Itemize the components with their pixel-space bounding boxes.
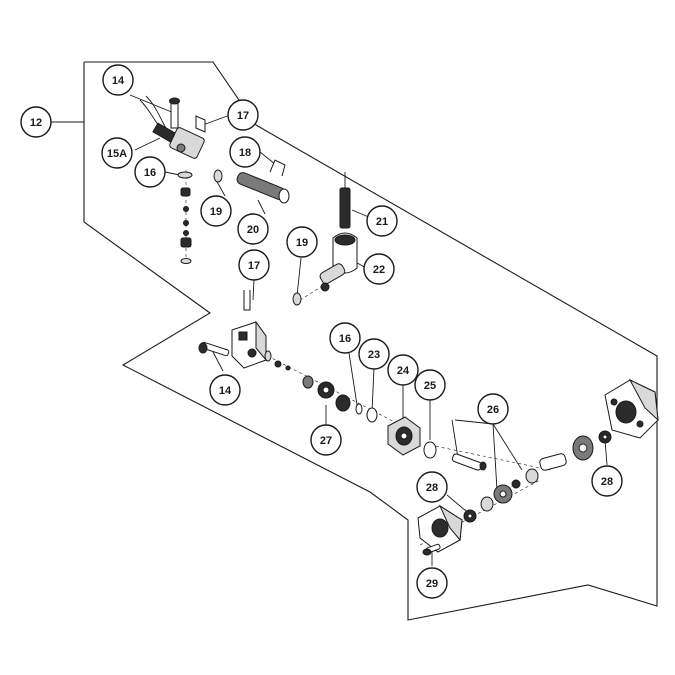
callout-14-upper: 14 bbox=[102, 64, 134, 96]
svg-text:19: 19 bbox=[210, 206, 222, 218]
bearing-housing bbox=[387, 416, 437, 459]
svg-text:18: 18 bbox=[239, 147, 251, 159]
svg-text:22: 22 bbox=[373, 264, 385, 276]
callout-20: 20 bbox=[237, 213, 269, 245]
svg-text:15A: 15A bbox=[107, 148, 127, 160]
shaft-small-parts bbox=[264, 350, 378, 423]
callout-28-lower: 28 bbox=[416, 471, 448, 503]
leader-lines bbox=[129, 94, 608, 566]
callout-16-lower: 16 bbox=[329, 322, 361, 354]
callout-23: 23 bbox=[358, 338, 390, 370]
svg-text:28: 28 bbox=[426, 482, 438, 494]
callout-25: 25 bbox=[414, 369, 446, 401]
brush-holder-assembly bbox=[292, 172, 358, 306]
svg-text:14: 14 bbox=[112, 75, 125, 87]
spring-pin-assembly bbox=[213, 159, 290, 204]
assembly-axes bbox=[185, 170, 551, 546]
svg-text:16: 16 bbox=[144, 167, 156, 179]
callout-19-upper: 19 bbox=[200, 195, 232, 227]
callout-14-lower: 14 bbox=[209, 374, 241, 406]
svg-text:24: 24 bbox=[397, 365, 410, 377]
callout-22: 22 bbox=[363, 253, 395, 285]
assembly-frame bbox=[83, 61, 658, 621]
svg-text:28: 28 bbox=[601, 476, 613, 488]
svg-text:14: 14 bbox=[219, 385, 232, 397]
callout-28-right: 28 bbox=[591, 465, 623, 497]
svg-text:20: 20 bbox=[247, 224, 259, 236]
callout-19-middle: 19 bbox=[286, 226, 318, 258]
callout-12: 12 bbox=[20, 106, 52, 138]
cord-and-switch-assembly bbox=[139, 95, 206, 264]
svg-text:25: 25 bbox=[424, 380, 436, 392]
callout-29: 29 bbox=[416, 567, 448, 599]
callout-17-upper: 17 bbox=[227, 99, 259, 131]
gear-case bbox=[604, 378, 659, 439]
gear-train bbox=[451, 430, 612, 523]
svg-text:16: 16 bbox=[339, 333, 351, 345]
svg-text:12: 12 bbox=[30, 117, 42, 129]
callout-27: 27 bbox=[310, 424, 342, 456]
gear-cover bbox=[417, 504, 463, 556]
callout-24: 24 bbox=[387, 354, 419, 386]
svg-text:29: 29 bbox=[426, 578, 438, 590]
callout-21: 21 bbox=[366, 205, 398, 237]
svg-text:21: 21 bbox=[376, 216, 388, 228]
callout-17-lower: 17 bbox=[238, 249, 270, 281]
svg-text:17: 17 bbox=[237, 110, 249, 122]
svg-text:17: 17 bbox=[248, 260, 260, 272]
callout-16-upper: 16 bbox=[134, 156, 166, 188]
callout-15a: 15A bbox=[101, 137, 133, 169]
callout-26: 26 bbox=[477, 393, 509, 425]
callout-18: 18 bbox=[229, 136, 261, 168]
svg-text:23: 23 bbox=[368, 349, 380, 361]
svg-text:26: 26 bbox=[487, 404, 499, 416]
svg-text:27: 27 bbox=[320, 435, 332, 447]
head-housing bbox=[198, 290, 267, 369]
svg-text:19: 19 bbox=[296, 237, 308, 249]
